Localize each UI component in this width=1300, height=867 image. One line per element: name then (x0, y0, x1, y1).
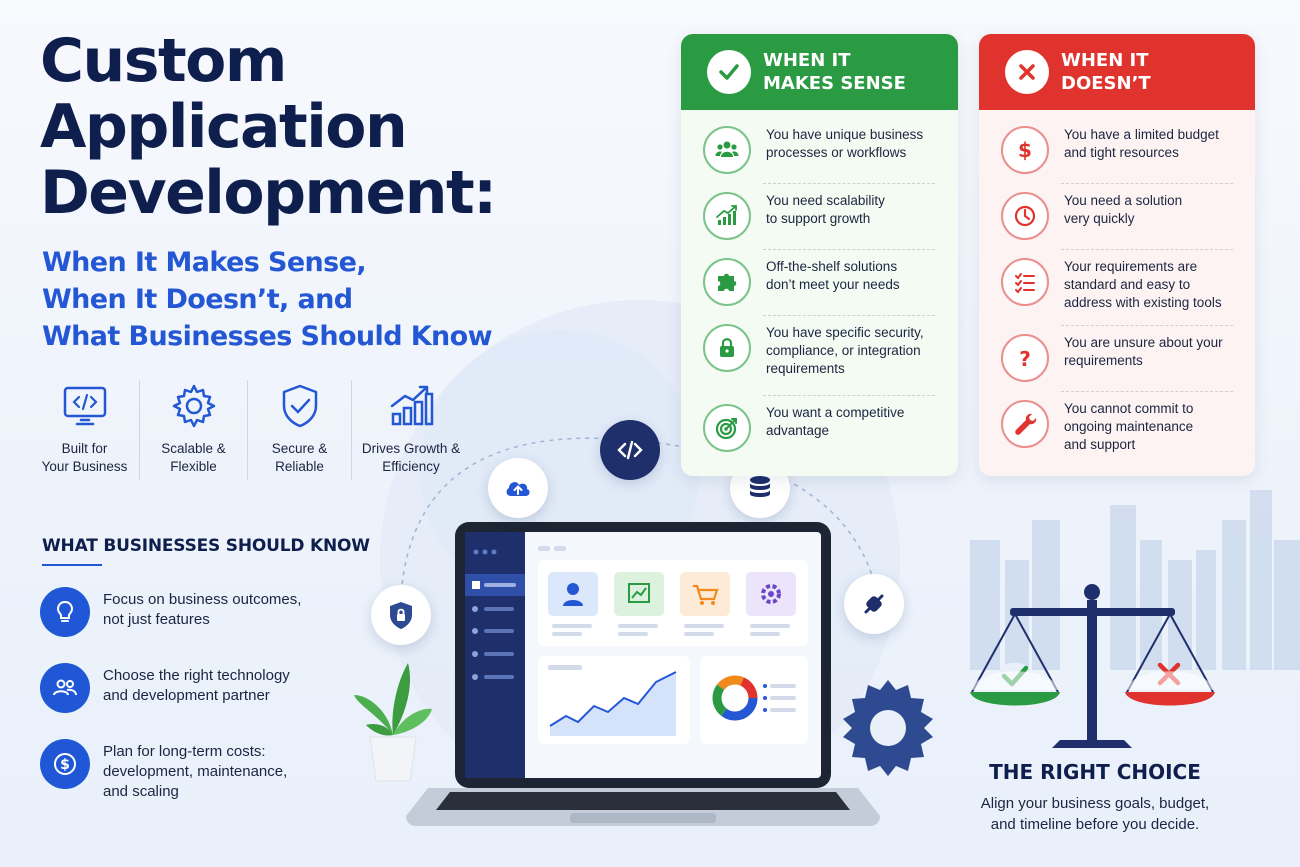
feature-label: Secure &Reliable (271, 441, 328, 474)
dollar-icon: $ (40, 739, 90, 789)
clock-icon (1001, 192, 1049, 240)
right-choice-text: Align your business goals, budget,and ti… (980, 795, 1210, 833)
code-icon (617, 440, 643, 460)
integration-bubble (844, 574, 904, 634)
divider (1061, 391, 1233, 392)
know-underline (42, 564, 102, 566)
feature-secure: Secure &Reliable (248, 380, 352, 480)
gear-icon (172, 384, 215, 428)
svg-text:$: $ (60, 757, 70, 773)
subtitle-line-3: What Businesses Should Know (42, 321, 493, 352)
know-item-costs: $ Plan for long-term costs:development, … (40, 739, 340, 802)
divider (763, 183, 935, 184)
security-bubble (371, 585, 431, 645)
database-icon (750, 476, 770, 497)
know-item-outcomes: Focus on business outcomes,not just feat… (40, 587, 340, 637)
feature-label: Scalable &Flexible (161, 441, 226, 474)
know-heading: WHAT BUSINESSES SHOULD KNOW (42, 536, 370, 556)
feature-label: Drives Growth &Efficiency (361, 441, 461, 474)
know-item-text: Focus on business outcomes,not just feat… (103, 591, 302, 628)
people-icon (40, 663, 90, 713)
makes-sense-item: You have specific security,compliance, o… (703, 324, 937, 378)
scalability-chart-icon (703, 192, 751, 240)
divider (1061, 183, 1233, 184)
page-title: Custom Application Development: (40, 28, 600, 226)
question-icon: ? (1001, 334, 1049, 382)
title-line-1: Custom (40, 26, 287, 96)
feature-scalable: Scalable &Flexible (140, 380, 248, 480)
right-choice-title: THE RIGHT CHOICE (989, 760, 1201, 784)
lightbulb-icon (40, 587, 90, 637)
balance-scale-illustration (970, 584, 1215, 748)
dollar-icon: $ (1001, 126, 1049, 174)
cloud-upload-bubble (488, 458, 548, 518)
know-item-text: Plan for long-term costs:development, ma… (103, 743, 288, 800)
svg-text:$: $ (1018, 138, 1032, 162)
code-monitor-icon (63, 386, 106, 426)
title-line-2: Application (40, 92, 408, 162)
gear-illustration (843, 680, 933, 776)
laptop-illustration (406, 522, 880, 826)
divider (1061, 249, 1233, 250)
code-bubble (600, 420, 660, 480)
svg-text:?: ? (1019, 347, 1031, 371)
subtitle-line-1: When It Makes Sense, (42, 247, 367, 278)
divider (763, 249, 935, 250)
checklist-icon (1001, 258, 1049, 306)
puzzle-icon (703, 258, 751, 306)
page-subtitle: When It Makes Sense, When It Doesn’t, an… (42, 244, 542, 355)
divider (763, 315, 935, 316)
growth-chart-icon (390, 385, 434, 426)
plant-illustration (354, 663, 432, 782)
team-icon (703, 126, 751, 174)
divider (1061, 325, 1233, 326)
wrench-icon (1001, 400, 1049, 448)
x-icon (1005, 50, 1049, 94)
subtitle-line-2: When It Doesn’t, and (42, 284, 353, 315)
plug-icon (864, 594, 884, 614)
check-icon (707, 50, 751, 94)
lock-icon (703, 324, 751, 372)
shield-check-icon (282, 384, 317, 428)
cloud-upload-icon (506, 482, 530, 496)
shield-lock-icon (390, 602, 412, 629)
title-line-3: Development: (40, 158, 497, 228)
feature-growth: Drives Growth &Efficiency (352, 380, 470, 480)
target-icon (703, 404, 751, 452)
divider (763, 395, 935, 396)
